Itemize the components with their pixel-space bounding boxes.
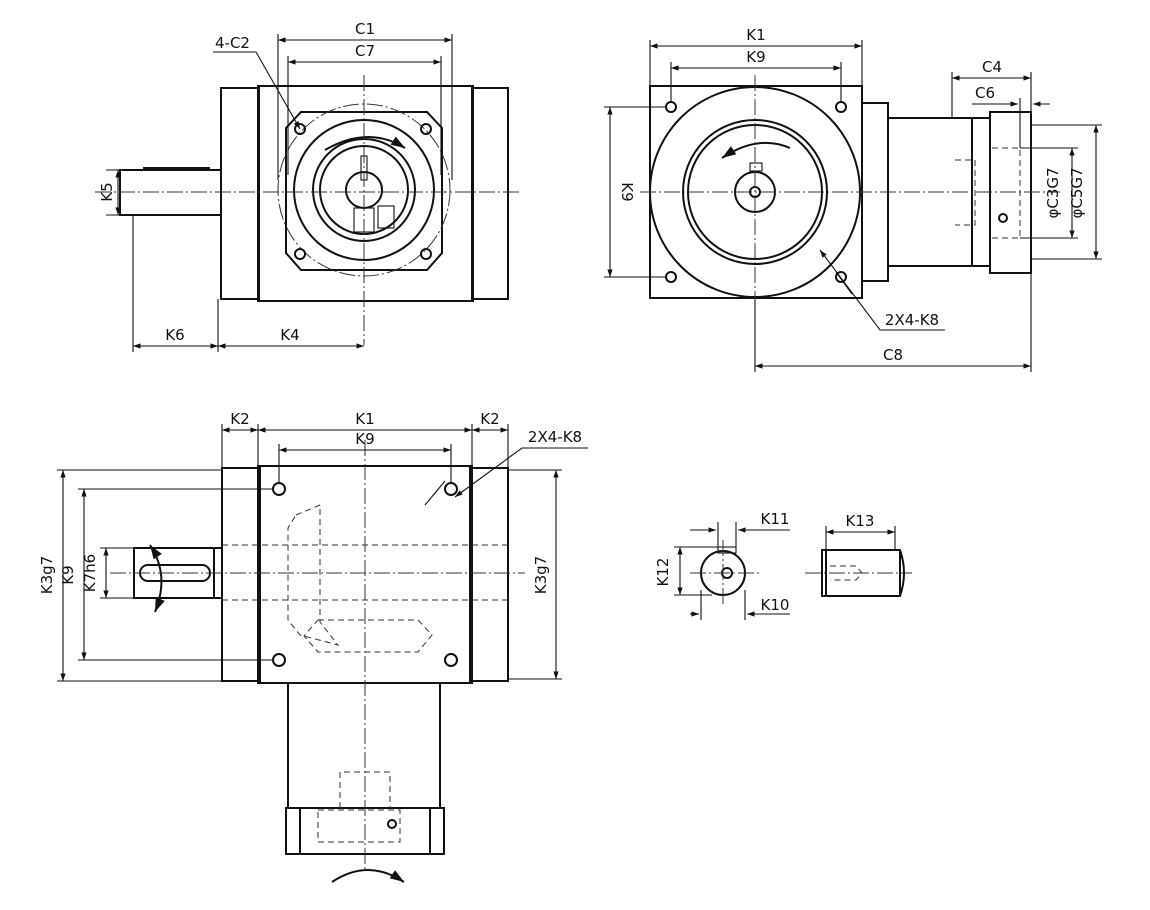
label-c1: C1 [355,20,375,38]
label-k9-top: K9 [355,430,374,448]
label-4-c2: 4-C2 [215,34,250,52]
front-dimensions: C1 C7 4-C2 K5 K6 K4 [98,20,453,352]
top-hidden-gear-horizontal [303,619,433,653]
label-k7h6: K7h6 [81,554,99,592]
front-key-detail [377,205,395,229]
side-hole-bl [665,271,677,283]
side-hidden-clamp [992,147,1021,239]
top-left-flange [221,467,261,682]
key-slot [717,546,737,554]
label-k5: K5 [98,182,116,201]
front-right-flange [471,87,509,300]
top-input-rotation-arrow [149,544,165,613]
label-c3g7: φC3G7 [1044,167,1062,218]
label-k6: K6 [165,326,184,344]
front-hole-tl [294,123,306,135]
front-hole-tr [420,123,432,135]
top-right-flange [469,467,509,682]
front-left-flange [220,87,260,300]
label-k3g7-left: K3g7 [38,556,56,594]
top-clamp-screw [387,819,397,829]
label-k1-side: K1 [746,26,765,44]
side-dimensions: K1 K9 K9 C4 C6 φC3G7 φC5G7 2X4-K8 C8 [604,26,1102,372]
label-2x4-k8-side: 2X4-K8 [885,311,939,329]
label-c6: C6 [975,84,995,102]
top-hole-tr [444,482,458,496]
label-k11: K11 [761,510,790,528]
side-hole-br [835,271,847,283]
top-hole-bl [272,653,286,667]
label-k13: K13 [846,512,875,530]
label-k10: K10 [761,596,790,614]
front-rotation-arrow [324,136,406,151]
front-plate [285,111,443,271]
side-keyway [749,162,763,172]
label-c5g7: φC5G7 [1068,167,1086,218]
front-hole-br [420,248,432,260]
top-hidden-gear-vertical [287,504,340,646]
label-k4: K4 [280,326,299,344]
key-shaft-side [821,549,901,597]
label-k9-side-top: K9 [746,48,765,66]
side-view [640,75,1060,310]
top-motor-adapter [287,682,441,809]
label-k2-left: K2 [230,410,249,428]
top-view [110,440,525,883]
key-detail: K11 K12 K10 K13 [654,510,912,620]
leader-2x4-k8-top [454,447,588,498]
top-dimensions: K2 K1 K2 K9 2X4-K8 K3g7 K9 K7h6 K3g7 [38,410,588,682]
top-hole-tl [272,482,286,496]
side-clamp-screw [998,213,1008,223]
top-shaft-keyway [139,564,211,582]
front-hole-bl [294,248,306,260]
label-k12: K12 [654,558,672,587]
side-hole-tr [835,101,847,113]
label-c8: C8 [883,346,903,364]
label-c7: C7 [355,42,375,60]
label-k3g7-right: K3g7 [532,556,550,594]
label-k1-top: K1 [355,410,374,428]
front-housing [257,85,474,302]
side-hole-tl [665,101,677,113]
label-k9-left: K9 [59,565,77,584]
side-hidden-bore [955,159,976,226]
leader-4-c2 [213,51,301,130]
top-output-rotation-arrow [331,869,405,883]
label-2x4-k8-top: 2X4-K8 [528,428,582,446]
side-rotation-arrow [721,141,791,159]
top-hidden-clamp [317,809,401,843]
label-k2-right: K2 [480,410,499,428]
label-k9-side-left: K9 [618,182,636,201]
label-c4: C4 [982,58,1002,76]
front-view [95,75,520,345]
top-hole-br [444,653,458,667]
